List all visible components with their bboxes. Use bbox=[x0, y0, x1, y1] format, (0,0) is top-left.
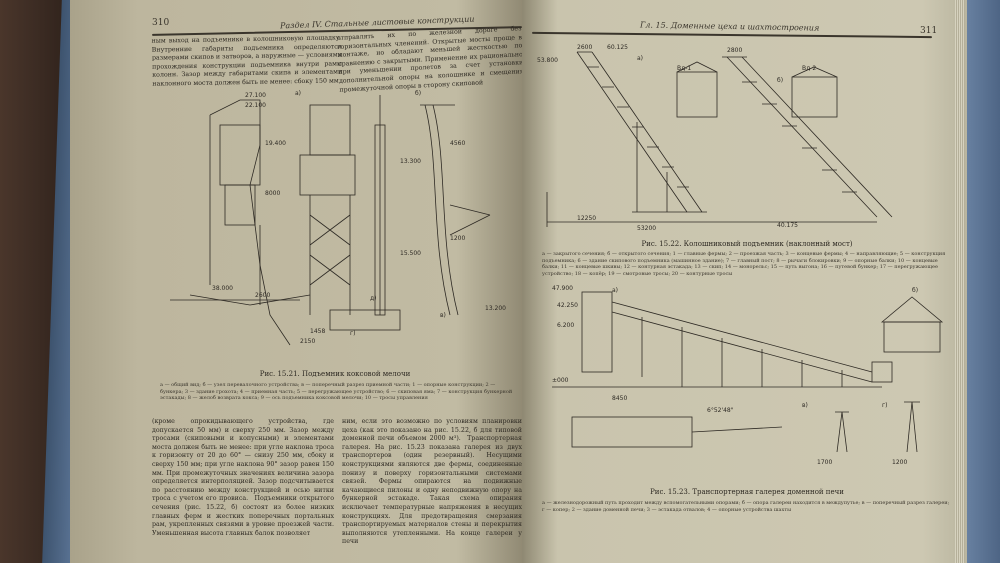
figure-caption: Рис. 15.23. Транспортерная галерея домен… bbox=[650, 488, 844, 496]
figure-legend: а — общий вид; б — узел перевалочного ус… bbox=[160, 382, 513, 401]
svg-text:40.175: 40.175 bbox=[777, 222, 798, 229]
svg-text:47.900: 47.900 bbox=[552, 285, 573, 292]
svg-text:19.400: 19.400 bbox=[265, 140, 286, 147]
figure-15-23-drawing: а) б) в) г) 47.900 42.250 6.200 ±000 845… bbox=[552, 285, 944, 466]
svg-text:22.100: 22.100 bbox=[245, 102, 266, 109]
figure-15-22-drawing: а) б) Вд-1 Вд-2 53.800 2600 60.125 2800 … bbox=[537, 44, 893, 230]
svg-text:б): б) bbox=[777, 77, 783, 84]
body-text-column: ным выход на подъемнике в колошниковую п… bbox=[151, 34, 343, 88]
svg-text:2600: 2600 bbox=[255, 292, 270, 299]
svg-text:Вд-2: Вд-2 bbox=[802, 65, 816, 72]
svg-text:а): а) bbox=[637, 55, 643, 62]
figure-caption: Рис. 15.21. Подъемник коксовой мелочи bbox=[259, 370, 411, 378]
svg-text:13.300: 13.300 bbox=[400, 158, 421, 165]
header-rule bbox=[532, 31, 932, 39]
svg-text:1200: 1200 bbox=[892, 459, 907, 466]
svg-text:8450: 8450 bbox=[612, 395, 627, 402]
page-edges bbox=[955, 0, 965, 563]
svg-text:53200: 53200 bbox=[637, 225, 656, 230]
page-number: 310 bbox=[152, 18, 170, 28]
svg-text:2150: 2150 bbox=[300, 338, 315, 345]
svg-text:6.200: 6.200 bbox=[557, 322, 574, 329]
drawing-line bbox=[209, 99, 291, 346]
figure-label: в) bbox=[440, 312, 446, 319]
page-number: 311 bbox=[920, 26, 938, 36]
svg-text:15.500: 15.500 bbox=[400, 250, 421, 257]
figure-label: а) bbox=[295, 90, 301, 97]
svg-text:2600: 2600 bbox=[577, 44, 592, 51]
svg-text:12250: 12250 bbox=[577, 215, 596, 222]
body-text-column: ним, если это возможно по условиям плани… bbox=[342, 418, 522, 546]
figure-label: д) bbox=[370, 295, 377, 302]
right-page: Гл. 15. Доменные цеха и шахтостроения 31… bbox=[522, 0, 967, 563]
svg-text:г): г) bbox=[882, 402, 888, 409]
svg-text:53.800: 53.800 bbox=[537, 57, 558, 64]
svg-text:27.100: 27.100 bbox=[245, 92, 266, 99]
svg-text:2800: 2800 bbox=[727, 47, 742, 54]
svg-text:1700: 1700 bbox=[817, 459, 832, 466]
svg-text:60.125: 60.125 bbox=[607, 44, 628, 51]
svg-text:в): в) bbox=[802, 402, 808, 409]
body-text-column: (кроме опрокидывающего устройства, где д… bbox=[152, 418, 334, 537]
figure-legend: а — железнодорожный путь проходит между … bbox=[542, 500, 950, 513]
running-head: Гл. 15. Доменные цеха и шахтостроения bbox=[639, 20, 820, 33]
figure-legend: а — закрытого сечения; б — открытого сеч… bbox=[542, 251, 946, 277]
left-page: 310 Раздел IV. Стальные листовые констру… bbox=[70, 0, 525, 563]
svg-text:а): а) bbox=[612, 287, 618, 294]
svg-text:б): б) bbox=[912, 287, 918, 294]
svg-text:42.250: 42.250 bbox=[557, 302, 578, 309]
figure-label: г) bbox=[350, 330, 356, 337]
figure-label: б) bbox=[415, 90, 421, 97]
svg-text:13.200: 13.200 bbox=[485, 305, 506, 312]
svg-text:8000: 8000 bbox=[265, 190, 280, 197]
svg-text:1458: 1458 bbox=[310, 328, 325, 335]
svg-text:1200: 1200 bbox=[450, 235, 465, 242]
svg-text:38.000: 38.000 bbox=[212, 285, 233, 292]
figure-caption: Рис. 15.22. Колошниковый подъемник (накл… bbox=[641, 240, 853, 248]
svg-text:6°52'48": 6°52'48" bbox=[707, 407, 734, 414]
svg-text:4560: 4560 bbox=[450, 140, 465, 147]
figure-15-21-drawing: а) б) в) г) д) 27.100 22.100 19.400 8000… bbox=[170, 90, 506, 346]
svg-text:±000: ±000 bbox=[552, 377, 569, 384]
